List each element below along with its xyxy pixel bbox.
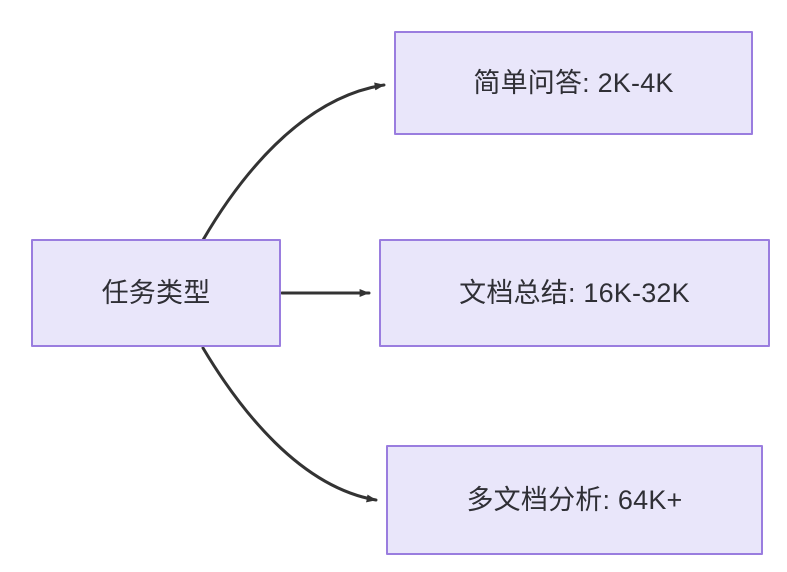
node-simple-qa-label: 简单问答: 2K-4K xyxy=(473,67,674,98)
node-task-type-label: 任务类型 xyxy=(101,277,211,308)
node-doc-summary[interactable]: 文档总结: 16K-32K xyxy=(379,239,770,347)
node-task-type[interactable]: 任务类型 xyxy=(31,239,281,347)
node-multi-doc-label: 多文档分析: 64K+ xyxy=(466,484,683,515)
node-doc-summary-label: 文档总结: 16K-32K xyxy=(459,277,690,308)
node-simple-qa[interactable]: 简单问答: 2K-4K xyxy=(394,31,753,135)
node-multi-doc[interactable]: 多文档分析: 64K+ xyxy=(386,445,763,555)
edge-source-to-simple-qa xyxy=(201,82,386,242)
edge-source-to-multi-doc xyxy=(201,346,378,503)
